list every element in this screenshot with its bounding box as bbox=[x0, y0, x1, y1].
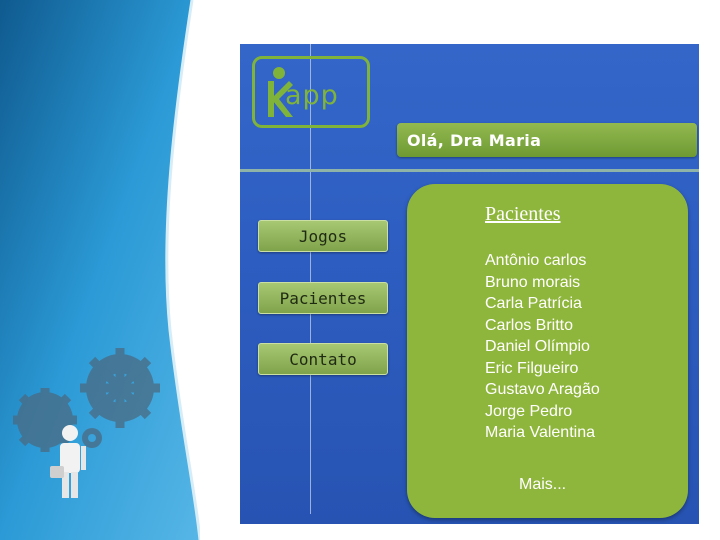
horizontal-divider bbox=[240, 169, 699, 172]
gears-icon bbox=[13, 348, 160, 452]
app-frame: app Olá, Dra Maria Jogos Pacientes Conta… bbox=[240, 44, 699, 524]
patient-item[interactable]: Carla Patrícia bbox=[485, 295, 582, 312]
patient-item[interactable]: Daniel Olímpio bbox=[485, 338, 590, 355]
patients-card: Pacientes Antônio carlos Bruno morais Ca… bbox=[407, 184, 688, 518]
nav-button-contato[interactable]: Contato bbox=[258, 343, 388, 375]
patient-item[interactable]: Carlos Britto bbox=[485, 316, 574, 334]
patient-item[interactable]: Gustavo Aragão bbox=[485, 381, 600, 398]
logo-text: app bbox=[285, 79, 339, 111]
app-logo[interactable]: app bbox=[252, 56, 370, 128]
nav-button-pacientes[interactable]: Pacientes bbox=[258, 282, 388, 314]
patient-item[interactable]: Eric Filgueiro bbox=[485, 359, 579, 377]
person-k-logo-icon bbox=[257, 61, 297, 123]
patient-item[interactable]: Maria Valentina bbox=[485, 424, 595, 441]
patient-item[interactable]: Jorge Pedro bbox=[485, 402, 573, 420]
patient-list: Antônio carlos Bruno morais Carla Patríc… bbox=[485, 250, 600, 444]
decorative-left-panel bbox=[0, 0, 200, 540]
patients-card-title: Pacientes bbox=[485, 203, 561, 225]
vertical-divider bbox=[310, 44, 311, 514]
more-patients-link[interactable]: Mais... bbox=[519, 476, 567, 493]
decorative-background bbox=[0, 0, 200, 540]
nav-button-jogos[interactable]: Jogos bbox=[258, 220, 388, 252]
patient-item[interactable]: Bruno morais bbox=[485, 273, 581, 291]
patient-item[interactable]: Antônio carlos bbox=[485, 252, 587, 269]
businessman-icon bbox=[50, 425, 86, 498]
greeting-banner: Olá, Dra Maria bbox=[397, 123, 697, 157]
